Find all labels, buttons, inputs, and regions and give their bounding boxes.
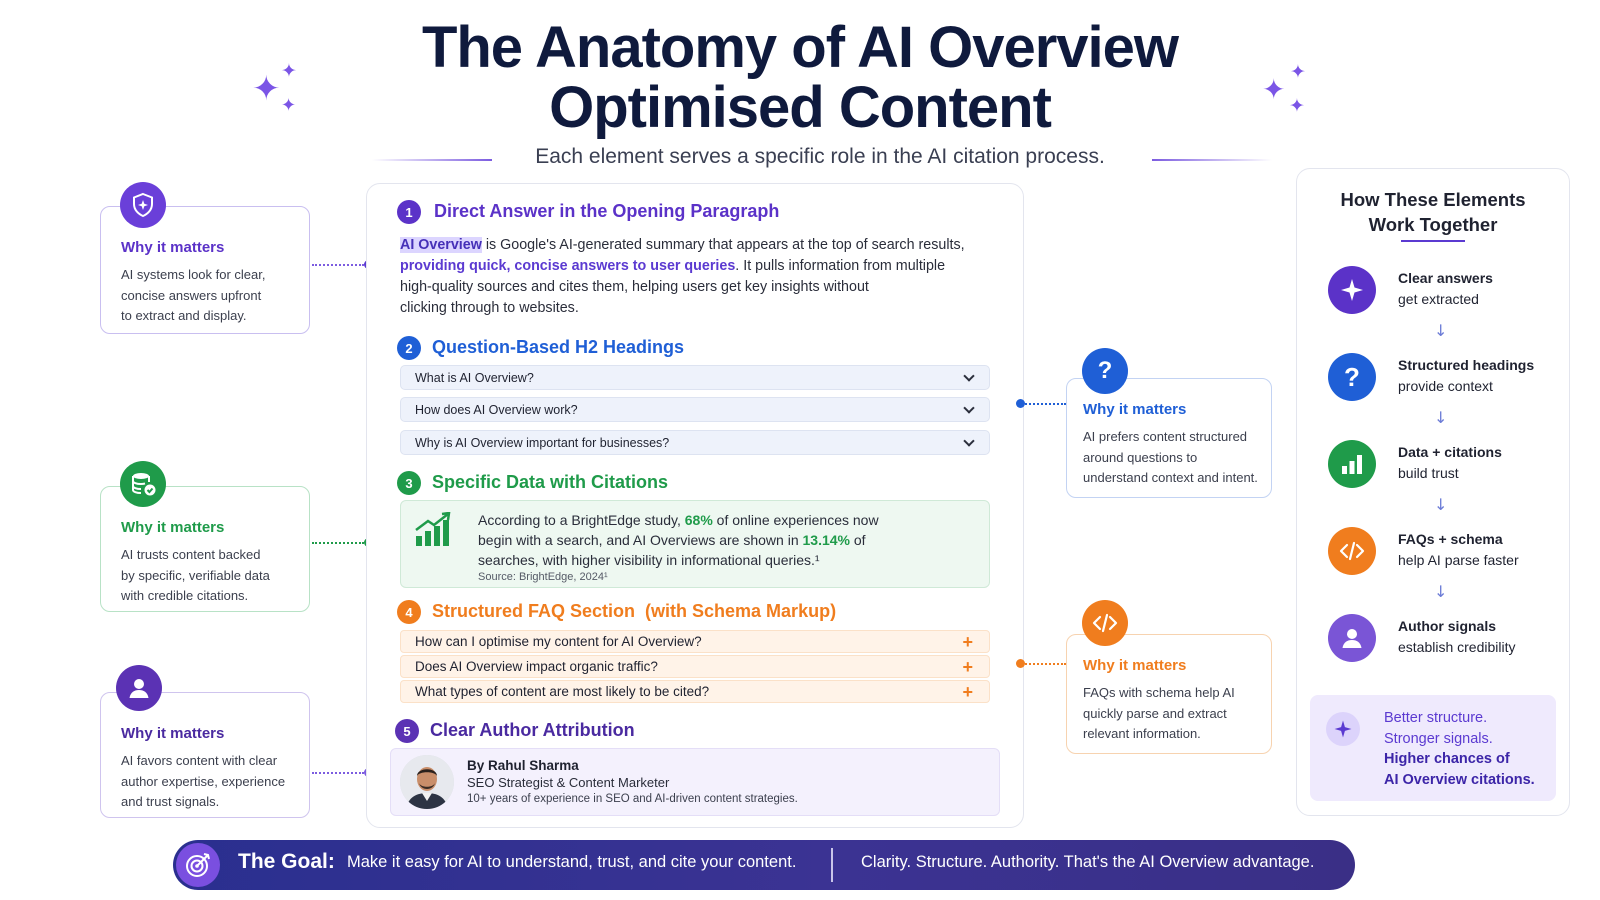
author-name: By Rahul Sharma xyxy=(467,758,579,773)
sparkle-icon: ✦ xyxy=(281,60,297,82)
arrow-down-icon: ↓ xyxy=(1434,408,1448,427)
section-number: 1 xyxy=(397,200,421,224)
arrow-down-icon: ↓ xyxy=(1434,495,1448,514)
faq-item-1[interactable]: How can I optimise my content for AI Ove… xyxy=(400,630,990,653)
flow-summary-box xyxy=(1310,695,1556,801)
card-text: AI prefers content structured around que… xyxy=(1083,429,1258,485)
section-title-author: Clear Author Attribution xyxy=(430,720,635,740)
sparkle-icon: ✦ xyxy=(1262,73,1286,106)
question-icon: ? xyxy=(1328,353,1376,401)
card-title: Why it matters xyxy=(121,519,225,536)
author-box xyxy=(390,748,1000,816)
author-role: SEO Strategist & Content Marketer xyxy=(467,775,670,790)
question-heading-3[interactable]: Why is AI Overview important for busines… xyxy=(400,430,990,455)
chevron-down-icon xyxy=(963,401,975,414)
faq-item-3[interactable]: What types of content are most likely to… xyxy=(400,680,990,703)
plus-icon: + xyxy=(962,631,973,652)
connector-line xyxy=(312,542,364,544)
section-title-direct-answer: Direct Answer in the Opening Paragraph xyxy=(434,201,780,221)
section-number: 4 xyxy=(397,600,421,624)
chevron-down-icon xyxy=(963,434,975,447)
flow-summary-text: Better structure. Stronger signals. High… xyxy=(1384,710,1535,788)
database-check-icon xyxy=(120,461,166,507)
why-card-faq: Why it matters FAQs with schema help AI … xyxy=(1066,634,1272,754)
card-text: AI favors content with clear author expe… xyxy=(121,753,286,809)
section-number: 3 xyxy=(397,471,421,495)
chevron-down-icon xyxy=(963,369,975,382)
sparkle-icon xyxy=(1326,712,1360,746)
code-icon xyxy=(1082,600,1128,646)
connector-line xyxy=(312,264,364,266)
citation-statistic-text: According to a BrightEdge study, 68% of … xyxy=(478,512,879,568)
card-text: AI trusts content backed by specific, ve… xyxy=(121,547,270,603)
sparkle-icon: ✦ xyxy=(252,69,281,109)
citation-data-box xyxy=(400,500,990,588)
goal-label: The Goal: xyxy=(238,850,335,873)
page-title: The Anatomy of AI Overview Optimised Con… xyxy=(300,18,1300,138)
section-title-question-headings: Question-Based H2 Headings xyxy=(432,337,685,357)
user-icon xyxy=(116,665,162,711)
question-heading-1[interactable]: What is AI Overview? xyxy=(400,365,990,390)
connector-line xyxy=(1022,663,1066,665)
flow-title: How These Elements Work Together xyxy=(1340,189,1526,235)
question-icon: ? xyxy=(1082,348,1128,394)
flow-title-underline xyxy=(1401,240,1465,242)
question-heading-2[interactable]: How does AI Overview work? xyxy=(400,397,990,422)
sparkle-icon: ✦ xyxy=(1290,61,1306,83)
section-title-faq: Structured FAQ Section (with Schema Mark… xyxy=(432,601,837,621)
user-icon xyxy=(1328,614,1376,662)
shield-sparkle-icon xyxy=(120,182,166,228)
card-title: Why it matters xyxy=(1083,401,1187,418)
direct-answer-paragraph: AI Overview is Google's AI-generated sum… xyxy=(400,237,965,316)
card-title: Why it matters xyxy=(1083,657,1187,674)
sparkle-icon: ✦ xyxy=(1289,95,1305,117)
avatar xyxy=(400,755,454,809)
code-icon xyxy=(1328,527,1376,575)
growth-chart-icon xyxy=(414,511,454,553)
card-text: FAQs with schema help AI quickly parse a… xyxy=(1083,685,1235,741)
why-card-headings: Why it matters AI prefers content struct… xyxy=(1066,378,1272,498)
connector-line xyxy=(312,772,364,774)
goal-tagline: Clarity. Structure. Authority. That's th… xyxy=(861,853,1315,871)
title-line-1: The Anatomy of AI Overview xyxy=(421,15,1179,80)
card-title: Why it matters xyxy=(121,239,225,256)
why-card-author: Why it matters AI favors content with cl… xyxy=(100,692,310,818)
author-bio: 10+ years of experience in SEO and AI-dr… xyxy=(467,793,798,805)
section-title-data-citations: Specific Data with Citations xyxy=(432,472,669,492)
bar-chart-icon xyxy=(1328,440,1376,488)
arrow-down-icon: ↓ xyxy=(1434,321,1448,340)
title-line-2: Optimised Content xyxy=(549,75,1052,140)
arrow-down-icon: ↓ xyxy=(1434,582,1448,601)
faq-item-2[interactable]: Does AI Overview impact organic traffic?… xyxy=(400,655,990,678)
citation-source: Source: BrightEdge, 2024¹ xyxy=(478,571,608,583)
section-number: 2 xyxy=(397,336,421,360)
sparkle-icon: ✦ xyxy=(281,95,297,116)
connector-line xyxy=(1022,403,1066,405)
why-card-data: Why it matters AI trusts content backed … xyxy=(100,486,310,612)
sparkle-icon xyxy=(1328,266,1376,314)
connector-dot xyxy=(1016,399,1025,408)
why-card-direct-answer: Why it matters AI systems look for clear… xyxy=(100,206,310,334)
goal-divider xyxy=(831,848,833,882)
card-title: Why it matters xyxy=(121,725,225,742)
plus-icon: + xyxy=(962,681,973,702)
page-subtitle: Each element serves a specific role in t… xyxy=(535,145,1105,168)
goal-text: Make it easy for AI to understand, trust… xyxy=(347,853,797,871)
subtitle-divider-left xyxy=(372,159,492,161)
card-text: AI systems look for clear, concise answe… xyxy=(121,267,266,323)
subtitle-divider-right xyxy=(1152,159,1272,161)
connector-dot xyxy=(1016,659,1025,668)
target-icon xyxy=(176,843,220,887)
plus-icon: + xyxy=(962,656,973,677)
goal-banner xyxy=(173,840,1355,890)
section-number: 5 xyxy=(395,719,419,743)
